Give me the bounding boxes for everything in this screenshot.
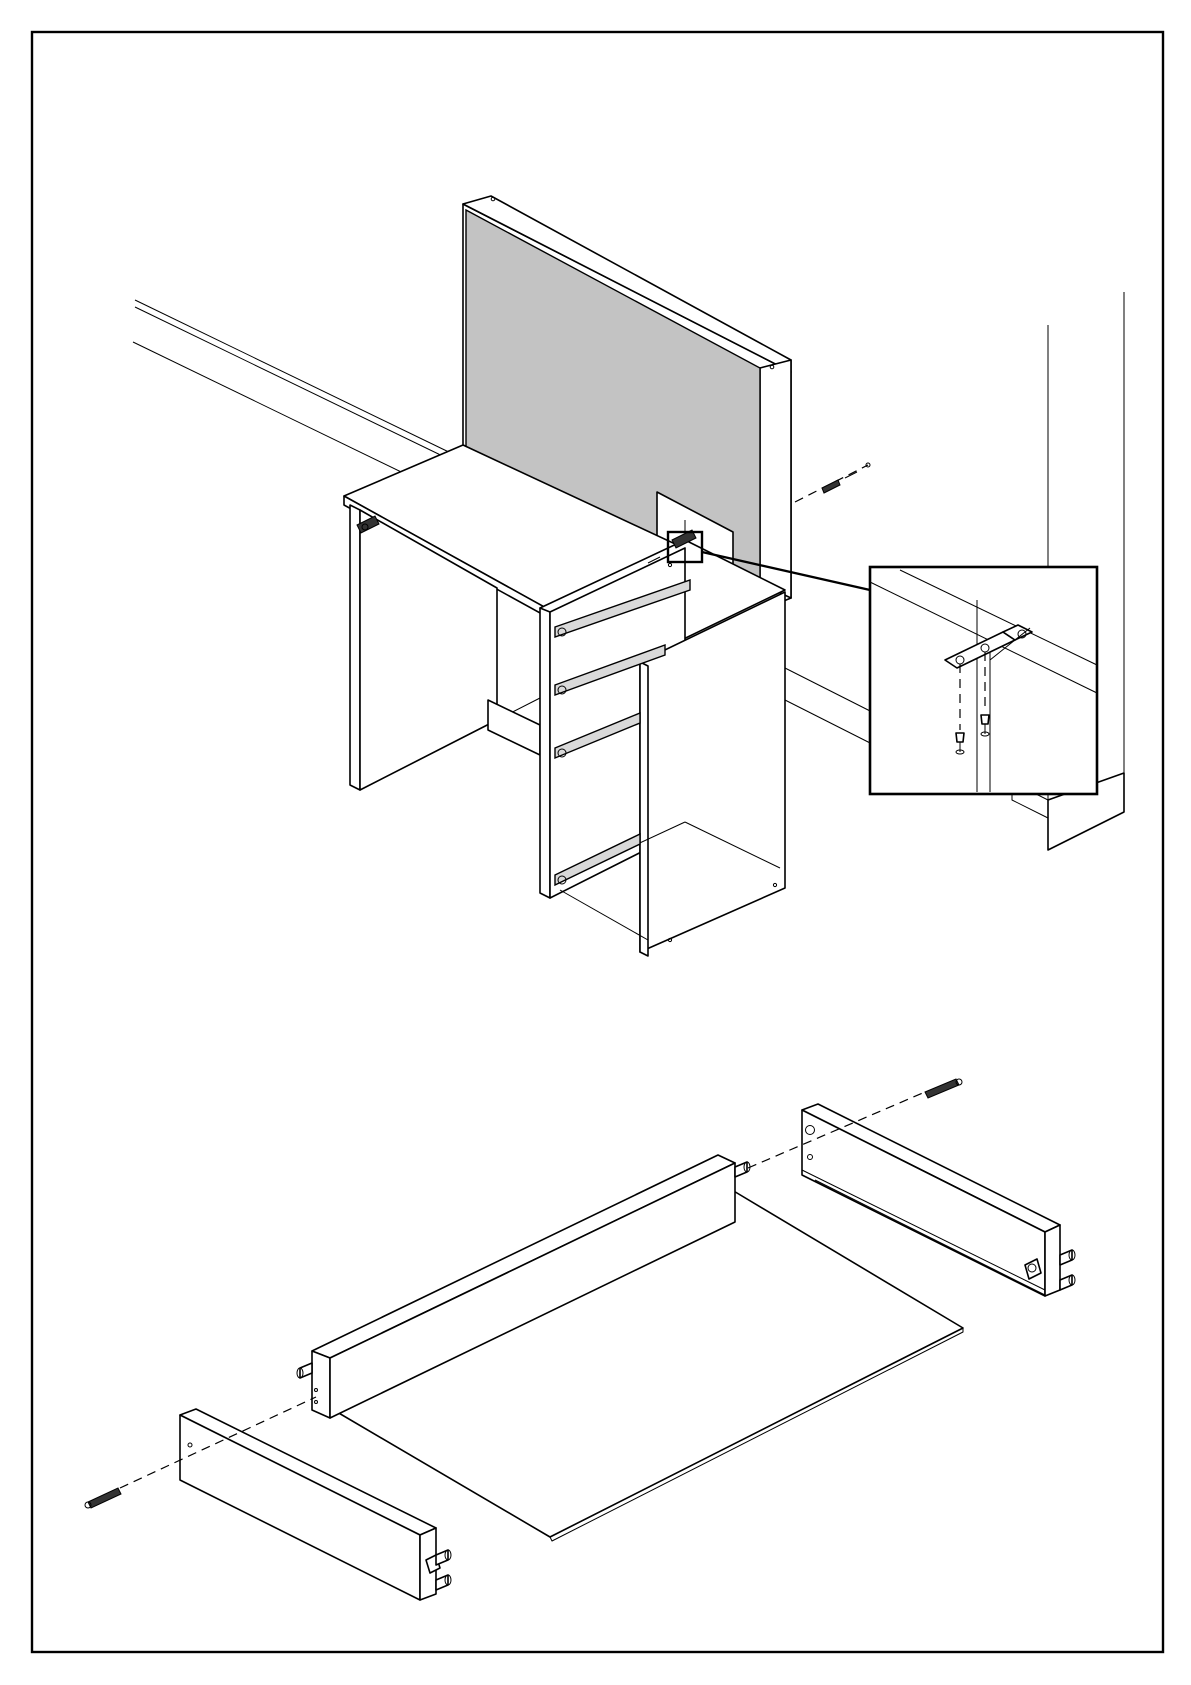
dowel-icon <box>1060 1275 1075 1290</box>
dowel-icon <box>297 1363 312 1378</box>
screw-icon <box>925 1079 962 1098</box>
dowel-icon <box>735 1162 750 1177</box>
dowel-icon <box>436 1575 451 1590</box>
dowel-icon <box>436 1550 451 1565</box>
screw-icon <box>795 463 870 502</box>
dowel-icon <box>1060 1250 1075 1265</box>
drawer-cabinet <box>540 530 785 956</box>
screw-icon <box>85 1488 121 1508</box>
drawer-box-figure <box>85 1079 1075 1600</box>
bracket-detail-inset <box>870 567 1097 794</box>
